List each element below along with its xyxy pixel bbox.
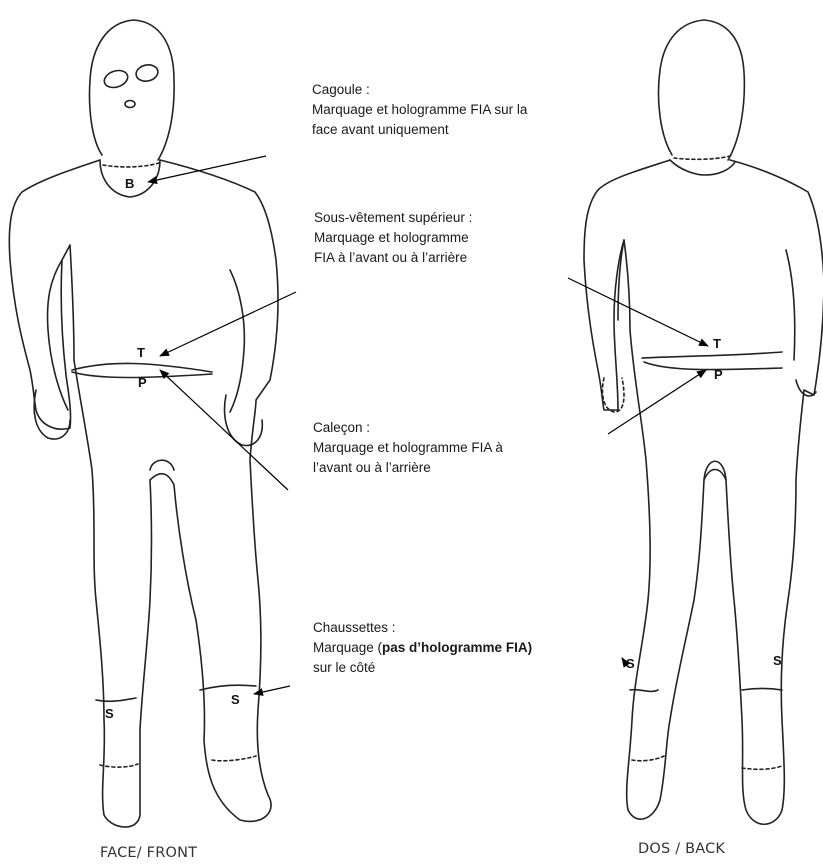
marker-front-s-right: S [231,692,240,707]
back-head-outline [659,20,745,160]
chaussettes-line1: Marquage (pas d’hologramme FIA) [313,638,532,658]
back-body-outline [584,160,823,824]
annotation-cagoule: Cagoule : Marquage et hologramme FIA sur… [312,80,527,140]
calecon-title: Caleçon : [313,418,503,438]
marker-front-b: B [125,176,134,191]
front-eye-left [102,68,130,91]
front-eye-right [135,63,160,83]
caption-back: DOS / BACK [638,841,725,857]
chaussettes-line2: sur le côté [313,658,532,678]
chaussettes-line1-bold: pas d’hologramme FIA) [382,640,532,655]
marker-front-s-left: S [105,706,114,721]
chaussettes-line1-prefix: Marquage ( [313,640,382,655]
cagoule-line2: face avant uniquement [312,120,527,140]
marker-back-s-right: S [773,653,782,668]
caption-front: FACE/ FRONT [100,845,197,861]
marker-front-p: P [138,375,147,390]
cagoule-line1: Marquage et hologramme FIA sur la [312,100,527,120]
sous-vetement-title: Sous-vêtement supérieur : [314,208,472,228]
marker-back-p: P [714,367,723,382]
annotation-calecon: Caleçon : Marquage et hologramme FIA à l… [313,418,503,478]
cagoule-title: Cagoule : [312,80,527,100]
front-body-outline [9,160,278,827]
front-mouth [125,101,135,108]
calecon-line2: l’avant ou à l’arrière [313,458,503,478]
arrow-cagoule [148,156,266,182]
sous-vetement-line2: FIA à l’avant ou à l’arrière [314,248,472,268]
marker-front-t: T [137,345,145,360]
back-figure [584,20,823,824]
marker-back-t: T [713,336,721,351]
chaussettes-title: Chaussettes : [313,618,532,638]
marker-back-s-left: S [626,656,635,671]
annotation-sous-vetement: Sous-vêtement supérieur : Marquage et ho… [314,208,472,268]
front-head-outline [90,20,175,160]
sous-vetement-line1: Marquage et hologramme [314,228,472,248]
arrow-calecon-front [160,370,288,490]
calecon-line1: Marquage et hologramme FIA à [313,438,503,458]
annotation-chaussettes: Chaussettes : Marquage (pas d’hologramme… [313,618,532,678]
